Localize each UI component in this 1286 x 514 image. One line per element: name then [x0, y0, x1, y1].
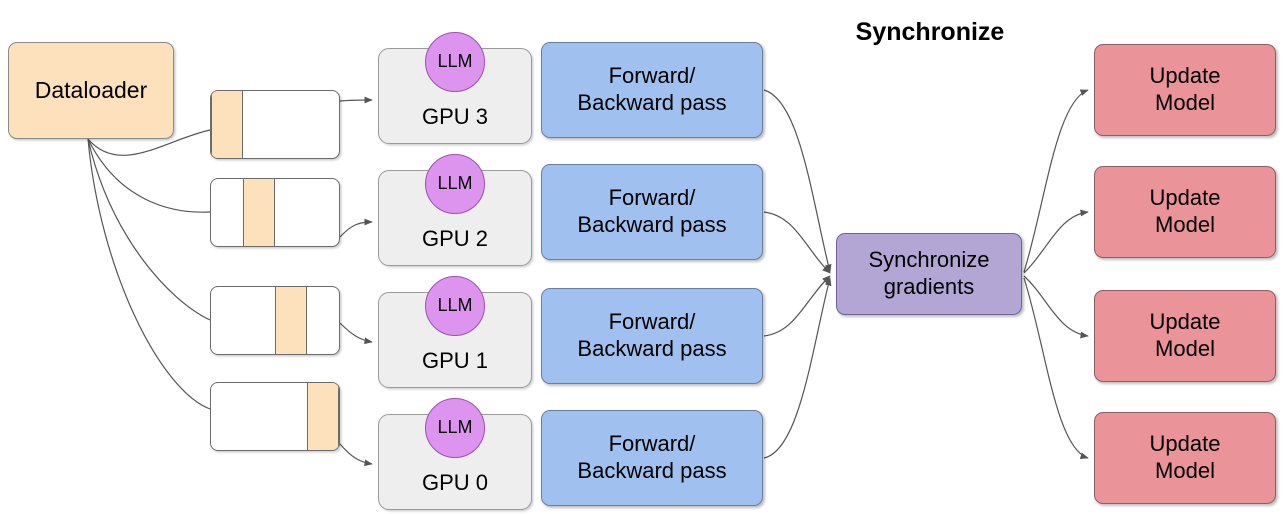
- llm-icon: LLM: [425, 32, 485, 92]
- update-model-label: Update Model: [1149, 185, 1221, 237]
- gpu-card-label: GPU 0: [421, 470, 489, 496]
- synchronize-gradients-label: Synchronize gradients: [868, 247, 990, 299]
- edge-shard-0-to-gpu-0: [339, 443, 373, 467]
- llm-icon: LLM: [425, 276, 485, 336]
- edge-sync-to-update-1: [1023, 275, 1089, 339]
- gpu-card-0[interactable]: LLM GPU 0: [378, 398, 532, 510]
- edge-shard-1-to-gpu-1: [339, 322, 373, 345]
- llm-icon: LLM: [425, 398, 485, 458]
- llm-badge-label: LLM: [437, 295, 473, 316]
- pass-label: Forward/ Backward pass: [577, 63, 727, 115]
- dataloader-node[interactable]: Dataloader: [8, 42, 174, 139]
- forward-backward-pass-2[interactable]: Forward/ Backward pass: [541, 164, 763, 260]
- llm-badge-label: LLM: [437, 51, 473, 72]
- update-model-label: Update Model: [1149, 309, 1221, 361]
- forward-backward-pass-3[interactable]: Forward/ Backward pass: [541, 42, 763, 138]
- llm-badge-label: LLM: [437, 173, 473, 194]
- gpu-card-label: GPU 2: [421, 226, 489, 252]
- forward-backward-pass-1[interactable]: Forward/ Backward pass: [541, 288, 763, 384]
- update-model-label: Update Model: [1149, 63, 1221, 115]
- edge-pass-3-to-sync: [763, 89, 832, 273]
- update-model-label: Update Model: [1149, 431, 1221, 483]
- edge-dataloader-to-shard-2: [87, 138, 211, 213]
- edge-sync-to-update-2: [1023, 209, 1089, 274]
- dataloader-label: Dataloader: [34, 77, 148, 104]
- llm-icon: LLM: [425, 154, 485, 214]
- edge-pass-2-to-sync: [763, 211, 831, 274]
- synchronize-gradients-node[interactable]: Synchronize gradients: [836, 233, 1022, 315]
- shard-highlight-segment: [211, 91, 243, 158]
- update-model-1[interactable]: Update Model: [1094, 290, 1276, 382]
- shard-gpu-2[interactable]: [210, 178, 340, 247]
- llm-badge-label: LLM: [437, 417, 473, 438]
- shard-highlight-segment: [307, 383, 339, 450]
- page-title: Synchronize: [855, 18, 1005, 46]
- update-model-2[interactable]: Update Model: [1094, 166, 1276, 258]
- gpu-card-2[interactable]: LLM GPU 2: [378, 154, 532, 266]
- edge-pass-0-to-sync: [763, 277, 832, 459]
- update-model-3[interactable]: Update Model: [1094, 44, 1276, 136]
- forward-backward-pass-0[interactable]: Forward/ Backward pass: [541, 410, 763, 506]
- edge-shard-2-to-gpu-2: [339, 218, 373, 238]
- gpu-card-1[interactable]: LLM GPU 1: [378, 276, 532, 388]
- gpu-card-label: GPU 3: [421, 104, 489, 130]
- edge-dataloader-to-shard-0: [87, 138, 211, 410]
- edge-pass-1-to-sync: [763, 275, 831, 337]
- shard-gpu-1[interactable]: [210, 286, 340, 355]
- update-model-0[interactable]: Update Model: [1094, 412, 1276, 504]
- shard-highlight-segment: [243, 179, 275, 246]
- gpu-card-label: GPU 1: [421, 348, 489, 374]
- edge-shard-3-to-gpu-3: [339, 96, 373, 104]
- pass-label: Forward/ Backward pass: [577, 309, 727, 361]
- gpu-card-3[interactable]: LLM GPU 3: [378, 32, 532, 144]
- edge-sync-to-update-0: [1023, 277, 1089, 459]
- pass-label: Forward/ Backward pass: [577, 185, 727, 237]
- edge-sync-to-update-3: [1023, 89, 1089, 273]
- shard-gpu-3[interactable]: [210, 90, 340, 159]
- pass-label: Forward/ Backward pass: [577, 431, 727, 483]
- shard-highlight-segment: [275, 287, 307, 354]
- shard-gpu-0[interactable]: [210, 382, 340, 451]
- edge-dataloader-to-shard-1: [87, 138, 211, 321]
